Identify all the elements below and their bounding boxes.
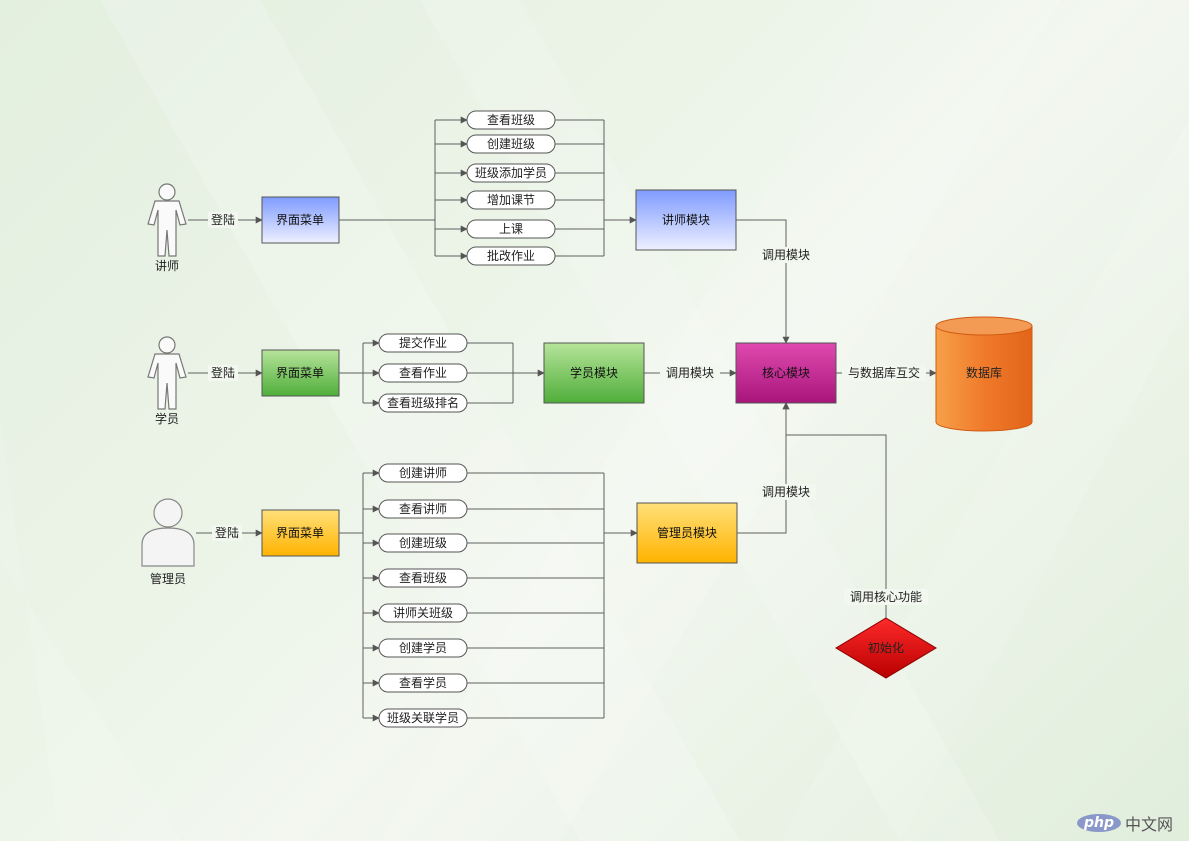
function-pill[interactable]: 查看班级排名 bbox=[378, 393, 468, 413]
login-edge-admin: 登陆 bbox=[196, 525, 263, 541]
svg-text:讲师关班级: 讲师关班级 bbox=[393, 605, 453, 620]
module-label-teacher: 讲师模块 bbox=[662, 212, 710, 227]
login-edge-student: 登陆 bbox=[188, 365, 263, 381]
svg-text:查看学员: 查看学员 bbox=[399, 675, 447, 690]
edge-core-to-database: 与数据库互交 bbox=[836, 365, 937, 381]
svg-text:查看讲师: 查看讲师 bbox=[399, 501, 447, 516]
function-pill[interactable]: 班级添加学员 bbox=[466, 163, 556, 183]
edge-student-to-core: 调用模块 bbox=[644, 365, 737, 381]
admin-branch-lines bbox=[339, 469, 638, 722]
login-label: 登陆 bbox=[211, 212, 235, 227]
svg-text:创建班级: 创建班级 bbox=[487, 137, 535, 151]
function-pill[interactable]: 上课 bbox=[466, 219, 556, 239]
site-watermark: php 中文网 bbox=[1076, 811, 1173, 835]
user-silhouette-icon bbox=[141, 498, 195, 567]
svg-text:与数据库互交: 与数据库互交 bbox=[848, 365, 920, 380]
svg-text:创建班级: 创建班级 bbox=[399, 536, 447, 550]
actor-teacher: 讲师 bbox=[147, 183, 187, 273]
module-box-teacher[interactable]: 讲师模块 bbox=[635, 189, 737, 251]
svg-text:创建学员: 创建学员 bbox=[399, 640, 447, 655]
svg-text:调用模块: 调用模块 bbox=[762, 485, 810, 499]
function-pill[interactable]: 查看学员 bbox=[378, 673, 468, 693]
function-pill[interactable]: 查看班级 bbox=[378, 568, 468, 588]
function-pill[interactable]: 查看班级 bbox=[466, 110, 556, 130]
svg-text:班级关联学员: 班级关联学员 bbox=[387, 710, 459, 725]
function-pill[interactable]: 创建班级 bbox=[466, 134, 556, 154]
svg-text:调用核心功能: 调用核心功能 bbox=[850, 590, 922, 604]
menu-label-admin: 界面菜单 bbox=[276, 526, 324, 540]
svg-text:查看班级: 查看班级 bbox=[399, 571, 447, 585]
module-label-admin: 管理员模块 bbox=[657, 525, 717, 540]
watermark-text: 中文网 bbox=[1124, 815, 1173, 834]
svg-text:查看班级: 查看班级 bbox=[487, 113, 535, 127]
database-cylinder[interactable]: 数据库 bbox=[935, 316, 1033, 432]
student-branch-lines bbox=[339, 339, 545, 407]
svg-text:查看班级排名: 查看班级排名 bbox=[387, 395, 459, 410]
function-pill[interactable]: 讲师关班级 bbox=[378, 603, 468, 623]
menu-box-admin[interactable]: 界面菜单 bbox=[261, 509, 340, 557]
module-box-admin[interactable]: 管理员模块 bbox=[636, 502, 738, 564]
function-pill[interactable]: 查看讲师 bbox=[378, 499, 468, 519]
init-diamond[interactable]: 初始化 bbox=[835, 617, 937, 679]
actor-label-teacher: 讲师 bbox=[155, 258, 179, 273]
function-pill[interactable]: 提交作业 bbox=[378, 333, 468, 353]
svg-text:查看作业: 查看作业 bbox=[399, 366, 447, 380]
actor-label-admin: 管理员 bbox=[150, 571, 186, 586]
teacher-branch-lines bbox=[339, 116, 637, 260]
function-pill[interactable]: 增加课节 bbox=[466, 190, 556, 210]
login-label: 登陆 bbox=[211, 365, 235, 380]
function-pill[interactable]: 批改作业 bbox=[466, 246, 556, 266]
watermark-badge: php bbox=[1076, 814, 1121, 832]
function-pill[interactable]: 创建班级 bbox=[378, 533, 468, 553]
teacher-function-list: 查看班级 创建班级 班级添加学员 增加课节 上课 批改作业 bbox=[466, 110, 556, 266]
svg-text:增加课节: 增加课节 bbox=[487, 193, 535, 207]
actor-student: 学员 bbox=[147, 336, 187, 426]
actor-admin: 管理员 bbox=[141, 498, 195, 586]
login-edge-teacher: 登陆 bbox=[188, 212, 263, 228]
module-label-core: 核心模块 bbox=[762, 366, 810, 380]
function-pill[interactable]: 创建讲师 bbox=[378, 463, 468, 483]
database-label: 数据库 bbox=[966, 365, 1002, 380]
module-box-student[interactable]: 学员模块 bbox=[543, 342, 645, 404]
student-function-list: 提交作业 查看作业 查看班级排名 bbox=[378, 333, 468, 413]
edge-teacher-to-core: 调用模块 bbox=[736, 219, 816, 344]
person-outline-icon bbox=[147, 183, 187, 257]
module-label-student: 学员模块 bbox=[570, 365, 618, 380]
menu-box-teacher[interactable]: 界面菜单 bbox=[261, 196, 340, 244]
edge-init-to-core: 调用核心功能 bbox=[782, 402, 928, 620]
edge-admin-to-core: 调用模块 bbox=[737, 402, 816, 534]
menu-label-student: 界面菜单 bbox=[276, 366, 324, 380]
menu-box-student[interactable]: 界面菜单 bbox=[261, 349, 340, 397]
actor-label-student: 学员 bbox=[155, 411, 179, 426]
function-pill[interactable]: 创建学员 bbox=[378, 638, 468, 658]
svg-text:创建讲师: 创建讲师 bbox=[399, 465, 447, 480]
menu-label-teacher: 界面菜单 bbox=[276, 213, 324, 227]
function-pill[interactable]: 班级关联学员 bbox=[378, 708, 468, 728]
svg-text:批改作业: 批改作业 bbox=[487, 248, 535, 263]
svg-text:调用模块: 调用模块 bbox=[762, 248, 810, 262]
svg-text:提交作业: 提交作业 bbox=[399, 335, 447, 350]
svg-text:班级添加学员: 班级添加学员 bbox=[475, 165, 547, 180]
svg-text:上课: 上课 bbox=[499, 222, 523, 236]
login-label: 登陆 bbox=[215, 525, 239, 540]
function-pill[interactable]: 查看作业 bbox=[378, 363, 468, 383]
admin-function-list: 创建讲师 查看讲师 创建班级 查看班级 讲师关班级 创建学员 查看学员 班级关 bbox=[378, 463, 468, 728]
init-label: 初始化 bbox=[868, 641, 904, 655]
module-box-core[interactable]: 核心模块 bbox=[735, 342, 837, 404]
svg-text:调用模块: 调用模块 bbox=[666, 366, 714, 380]
person-outline-icon bbox=[147, 336, 187, 410]
